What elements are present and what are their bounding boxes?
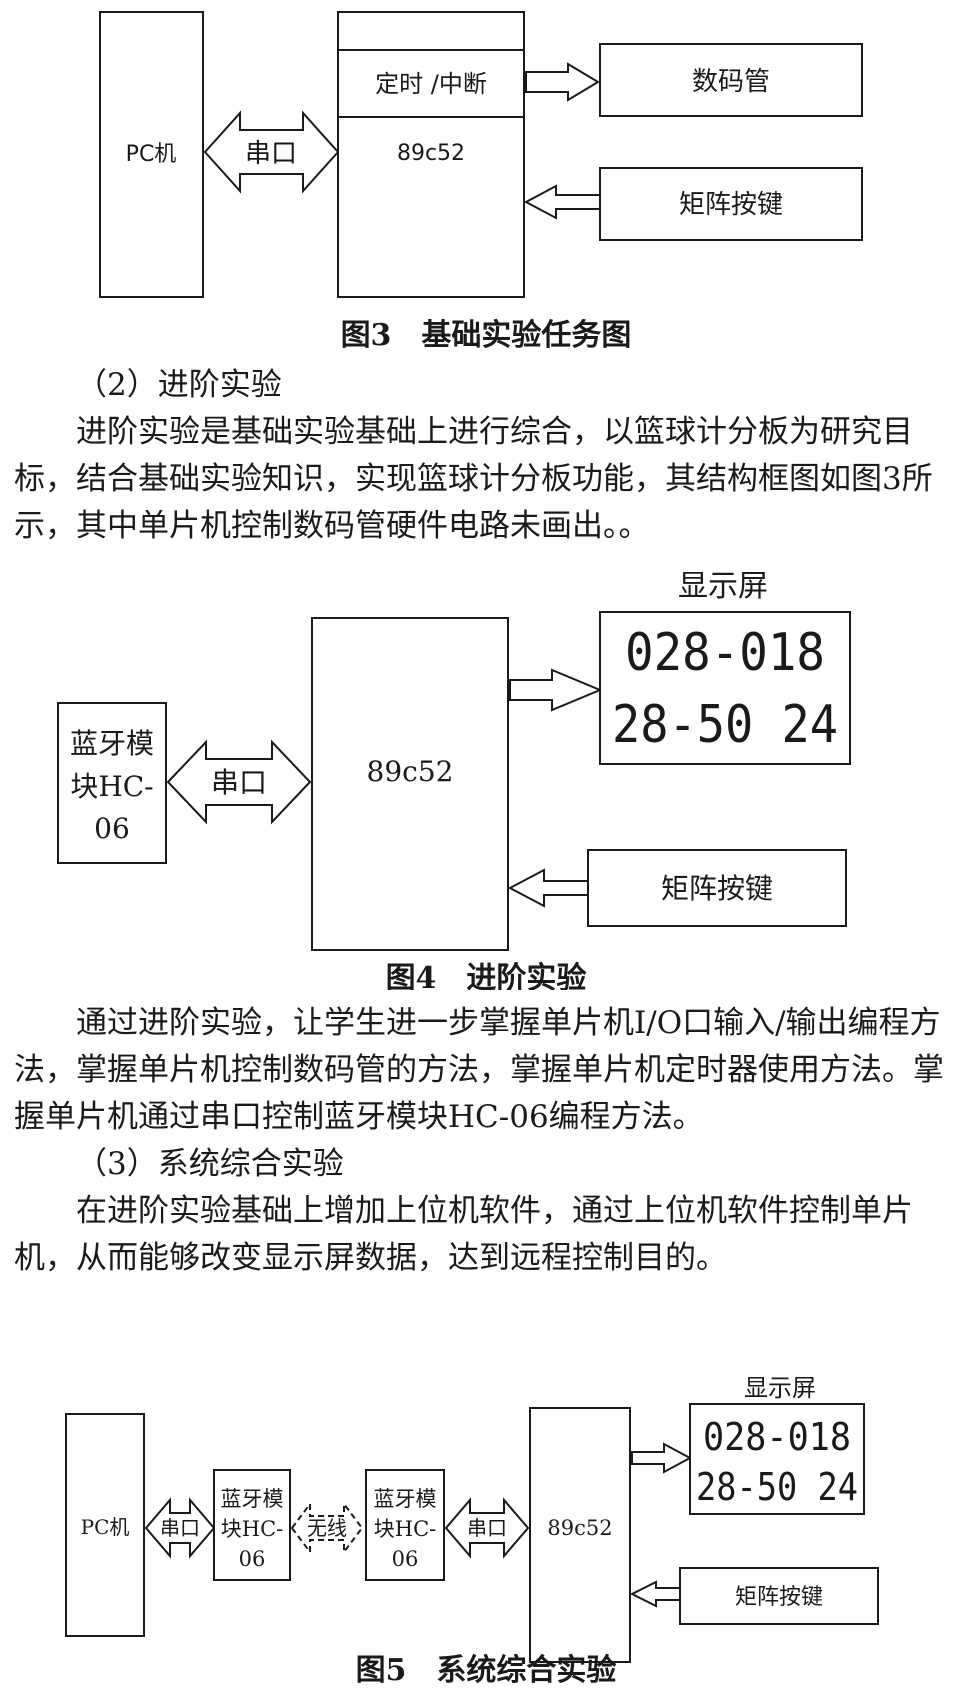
fig4-mcu-label: 89c52 (367, 755, 454, 788)
fig5-serial-a-label: 串口 (160, 1516, 200, 1540)
section-3-heading: （3）系统综合实验 (76, 1146, 344, 1182)
fig3-pc-box (99, 11, 204, 298)
fig5-bluetooth-a-line2: 块HC- (221, 1517, 283, 1541)
fig3-mcu-box (337, 11, 525, 298)
section-2-text: （2）进阶实验 进阶实验是基础实验基础上进行综合，以篮球计分板为研究目标，结合基… (14, 362, 962, 550)
fig5-serial-b-double-arrow (444, 1497, 530, 1559)
fig5-bluetooth-b-box (365, 1469, 445, 1581)
fig3-display-label: 数码管 (692, 67, 770, 97)
fig4-keypad-label: 矩阵按键 (661, 872, 773, 905)
fig4-bluetooth-line2: 块HC- (70, 770, 153, 803)
fig4-bluetooth-line1: 蓝牙模 (70, 727, 154, 760)
fig5-pc-label: PC机 (81, 1515, 130, 1539)
figure-3: PC机 串口 定时 /中断 89c52 数码管 矩阵按键 图3 基础实验任务图 (99, 11, 863, 353)
fig3-serial-label: 串口 (245, 139, 297, 169)
section-3-body: 在进阶实验基础上增加上位机软件，通过上位机软件控制单片机，从而能够改变显示屏数据… (14, 1193, 913, 1276)
fig3-display-box (599, 43, 863, 117)
fig5-pc-box (65, 1413, 145, 1637)
fig5-bluetooth-a-box (213, 1469, 291, 1581)
fig4-keypad-box (587, 849, 847, 927)
fig4-arrow-to-screen (509, 668, 603, 712)
fig5-screen-title: 显示屏 (744, 1374, 816, 1402)
fig5-bluetooth-a-line1: 蓝牙模 (221, 1487, 284, 1511)
fig5-keypad-label: 矩阵按键 (735, 1585, 823, 1610)
fig5-keypad-box (679, 1567, 879, 1625)
fig4-bluetooth-line3: 06 (94, 812, 130, 845)
fig5-screen-row2: 28-50 24 (696, 1465, 858, 1509)
section-3-text: 通过进阶实验，让学生进一步掌握单片机I/O口输入/输出编程方法，掌握单片机控制数… (14, 1000, 962, 1282)
fig5-wireless-double-arrow (290, 1501, 364, 1555)
fig5-wireless-label: 无线 (307, 1516, 347, 1540)
fig4-screen-title: 显示屏 (678, 570, 768, 604)
fig3-caption: 图3 基础实验任务图 (341, 318, 632, 353)
fig5-caption: 图5 系统综合实验 (356, 1653, 617, 1688)
fig5-bluetooth-b-line2: 块HC- (374, 1517, 436, 1541)
fig3-arrow-from-keypad (523, 184, 601, 220)
fig5-screen-box (689, 1403, 865, 1515)
fig4-serial-double-arrow (166, 739, 312, 825)
fig5-bluetooth-b-line1: 蓝牙模 (374, 1487, 437, 1511)
fig4-screen-box (599, 611, 851, 765)
fig5-arrow-to-screen (631, 1442, 693, 1474)
figure-4: 显示屏 蓝牙模 块HC- 06 串口 89c52 028-018 28-50 2… (57, 570, 851, 990)
figure-5: 显示屏 PC机 串口 蓝牙模 块HC- 06 无线 蓝牙模 块HC- 06 串口… (65, 1374, 879, 1688)
fig5-mcu-label: 89c52 (547, 1516, 612, 1540)
fig5-screen-row1: 028-018 (703, 1415, 851, 1459)
fig4-screen-row1: 028-018 (625, 623, 825, 683)
fig4-mcu-box (311, 617, 509, 951)
section-2-heading: （2）进阶实验 (76, 367, 282, 403)
fig4-serial-label: 串口 (211, 766, 267, 799)
section-2-body: 进阶实验是基础实验基础上进行综合，以篮球计分板为研究目标，结合基础实验知识，实现… (14, 414, 933, 544)
section-2-after-body: 通过进阶实验，让学生进一步掌握单片机I/O口输入/输出编程方法，掌握单片机控制数… (14, 1005, 944, 1135)
fig4-arrow-from-keypad (507, 868, 589, 908)
fig3-timer-label: 定时 /中断 (375, 70, 487, 98)
fig3-arrow-to-display (525, 62, 600, 102)
fig5-arrow-from-keypad (629, 1580, 681, 1608)
fig4-caption: 图4 进阶实验 (386, 961, 587, 990)
fig5-mcu-box (529, 1407, 631, 1663)
fig3-keypad-label: 矩阵按键 (679, 190, 783, 220)
fig5-bluetooth-b-line3: 06 (392, 1547, 419, 1571)
fig5-bluetooth-a-line3: 06 (239, 1547, 266, 1571)
fig3-mcu-label: 89c52 (397, 141, 465, 166)
fig3-pc-label: PC机 (126, 142, 177, 167)
fig4-bluetooth-box (57, 702, 167, 864)
fig4-screen-row2: 28-50 24 (612, 695, 838, 755)
fig5-serial-b-label: 串口 (467, 1516, 507, 1540)
fig3-keypad-box (599, 167, 863, 241)
